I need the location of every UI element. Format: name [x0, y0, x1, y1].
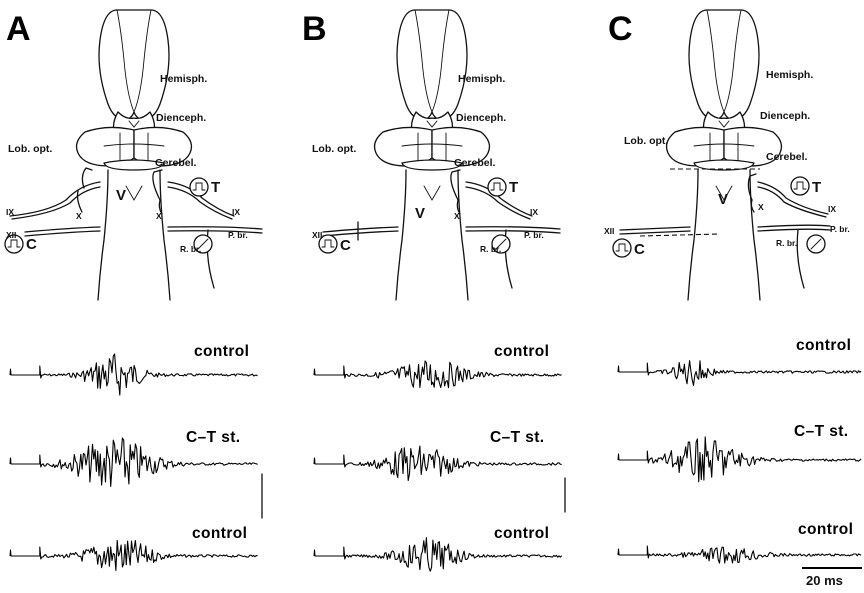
- label-rbr: R. br.: [180, 244, 201, 254]
- panel-c: C Hemisph. Dienceph. Lob. opt. Cerebel.: [604, 10, 862, 588]
- emg-trace: [618, 546, 861, 563]
- label-ventricle: V: [116, 187, 126, 204]
- trace-label: C–T st.: [186, 429, 240, 446]
- emg-trace: [618, 361, 861, 386]
- stim-c-electrode-icon: [613, 239, 631, 257]
- label-nerve-x-left: X: [76, 211, 82, 221]
- label-lob-opt: Lob. opt.: [624, 135, 668, 147]
- label-lob-opt: Lob. opt.: [8, 143, 52, 155]
- panel-b: B Hemisph. Dienceph. Lob. opt. Cerebel. …: [302, 10, 565, 571]
- label-nerve-ix-right: IX: [828, 204, 836, 214]
- trace-label: control: [494, 343, 549, 360]
- panel-a: A Hemisph. Dienceph. Lob. opt. Cerebel: [5, 10, 262, 570]
- label-cerebel: Cerebel.: [155, 157, 197, 169]
- trace-label: control: [796, 337, 851, 354]
- label-stim-c: C: [26, 236, 37, 253]
- label-pbr: P. br.: [228, 230, 248, 240]
- trace-label: C–T st.: [490, 429, 544, 446]
- emg-trace: [314, 446, 562, 481]
- emg-trace: [10, 540, 258, 570]
- trace-label: C–T st.: [794, 423, 848, 440]
- brain-diagram: Hemisph. Dienceph. Lob. opt. Cerebel. V …: [5, 10, 262, 300]
- label-nerve-x-right: X: [156, 211, 162, 221]
- label-nerve-xii: XII: [604, 226, 614, 236]
- emg-trace: [314, 361, 562, 388]
- label-stim-t: T: [211, 179, 220, 196]
- label-dienceph: Dienceph.: [156, 112, 206, 124]
- time-scale-label: 20 ms: [806, 573, 843, 588]
- label-dienceph: Dienceph.: [456, 112, 506, 124]
- panel-letter: C: [608, 10, 633, 48]
- label-hemisph: Hemisph.: [766, 69, 813, 81]
- label-nerve-ix-right: IX: [232, 207, 240, 217]
- label-rbr: R. br.: [776, 238, 797, 248]
- label-hemisph: Hemisph.: [160, 73, 207, 85]
- brain-diagram: Hemisph. Dienceph. Lob. opt. Cerebel. V …: [312, 10, 560, 300]
- label-pbr: P. br.: [830, 224, 850, 234]
- trace-label: control: [192, 525, 247, 542]
- trace-label: control: [494, 525, 549, 542]
- label-nerve-xii: XII: [312, 230, 322, 240]
- label-nerve-ix-left: IX: [6, 207, 14, 217]
- label-cerebel: Cerebel.: [454, 157, 496, 169]
- emg-trace: [618, 437, 861, 482]
- label-nerve-x-right: X: [454, 211, 460, 221]
- emg-trace: [314, 538, 562, 572]
- label-stim-c: C: [634, 241, 645, 258]
- brain-diagram: Hemisph. Dienceph. Lob. opt. Cerebel. V …: [604, 10, 850, 300]
- label-dienceph: Dienceph.: [760, 110, 810, 122]
- emg-trace: [10, 354, 258, 395]
- panel-letter: A: [6, 10, 31, 48]
- label-rbr: R. br.: [480, 244, 501, 254]
- label-nerve-x-right: X: [758, 202, 764, 212]
- label-ventricle: V: [718, 191, 728, 208]
- label-hemisph: Hemisph.: [458, 73, 505, 85]
- stim-t-electrode-icon: [190, 178, 208, 196]
- stim-t-electrode-icon: [488, 178, 506, 196]
- panel-letter: B: [302, 10, 327, 48]
- label-ventricle: V: [415, 205, 425, 222]
- trace-label: control: [194, 343, 249, 360]
- label-stim-t: T: [509, 179, 518, 196]
- trace-label: control: [798, 521, 853, 538]
- label-nerve-ix-right: IX: [530, 207, 538, 217]
- label-nerve-xii: XII: [6, 230, 16, 240]
- label-pbr: P. br.: [524, 230, 544, 240]
- label-stim-t: T: [812, 179, 821, 196]
- stim-t-electrode-icon: [791, 177, 809, 195]
- label-stim-c: C: [340, 237, 351, 254]
- label-lob-opt: Lob. opt.: [312, 143, 356, 155]
- label-cerebel: Cerebel.: [766, 151, 808, 163]
